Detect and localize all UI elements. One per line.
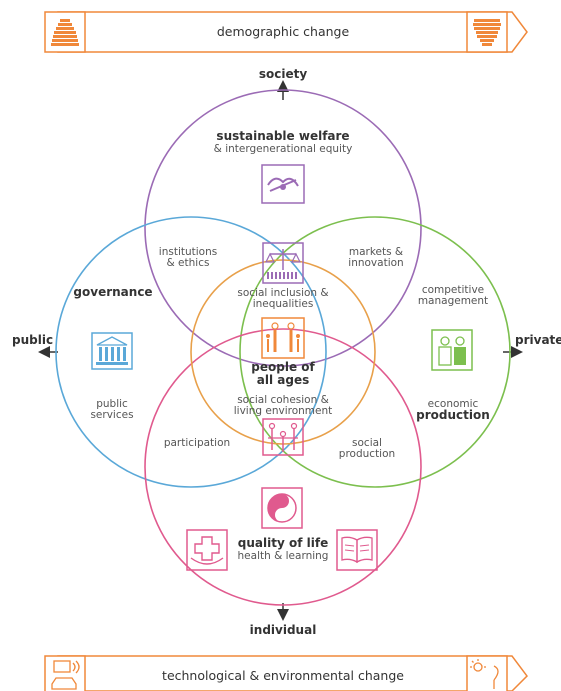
institutions-label-1: institutions	[159, 246, 217, 258]
inverted-pyramid-icon	[473, 19, 501, 46]
family-icon	[261, 317, 305, 359]
axis-public-label: public	[12, 333, 53, 347]
public-services-label-2: services	[90, 409, 133, 421]
top-banner: demographic change	[44, 11, 528, 53]
markets-label-2: innovation	[348, 257, 403, 269]
circle-top	[144, 89, 422, 367]
community-icon	[262, 418, 304, 456]
plant-sun-icon	[470, 659, 499, 689]
quality-of-life-title: quality of life	[238, 536, 328, 550]
axis-private-label: private	[515, 333, 561, 347]
institutions-label-2: & ethics	[167, 257, 210, 269]
building-icon	[91, 332, 133, 370]
social-production-label-1: social	[352, 437, 382, 449]
circle-left	[55, 216, 327, 488]
sustainable-welfare-title: sustainable welfare	[216, 129, 349, 143]
bottom-banner: technological & environmental change	[44, 655, 528, 691]
handshake-icon	[261, 164, 305, 204]
health-icon	[186, 529, 228, 571]
yin-yang-icon	[261, 487, 303, 529]
circle-right	[239, 216, 511, 488]
pyramid-icon	[51, 19, 79, 46]
scales-icon	[262, 242, 304, 284]
public-services-label-1: public	[96, 398, 128, 410]
social-cohesion-label-1: social cohesion &	[237, 394, 329, 406]
social-inclusion-label-1: social inclusion &	[237, 287, 328, 299]
book-icon	[336, 529, 378, 571]
circle-bottom	[144, 328, 422, 606]
participation-label: participation	[164, 437, 230, 449]
top-banner-label: demographic change	[217, 24, 350, 39]
bottom-banner-label: technological & environmental change	[162, 668, 404, 683]
markets-label-1: markets &	[349, 246, 403, 258]
all-ages-label: all ages	[257, 373, 309, 387]
sustainable-welfare-subtitle: & intergenerational equity	[214, 143, 353, 155]
axis-individual-label: individual	[250, 623, 317, 637]
axis-society-label: society	[259, 67, 307, 81]
social-inclusion-label-2: inequalities	[253, 298, 314, 310]
health-learning-subtitle: health & learning	[238, 550, 329, 562]
economic-label: economic	[428, 398, 479, 410]
competitive-label-1: competitive	[422, 284, 484, 296]
production-title: production	[416, 408, 490, 422]
computer-car-icon	[51, 660, 80, 690]
social-cohesion-label-2: living environment	[234, 405, 333, 417]
people-of-label: people of	[251, 360, 315, 374]
governance-title: governance	[73, 285, 152, 299]
social-production-label-2: production	[339, 448, 395, 460]
workers-icon	[431, 329, 473, 371]
competitive-label-2: management	[418, 295, 488, 307]
